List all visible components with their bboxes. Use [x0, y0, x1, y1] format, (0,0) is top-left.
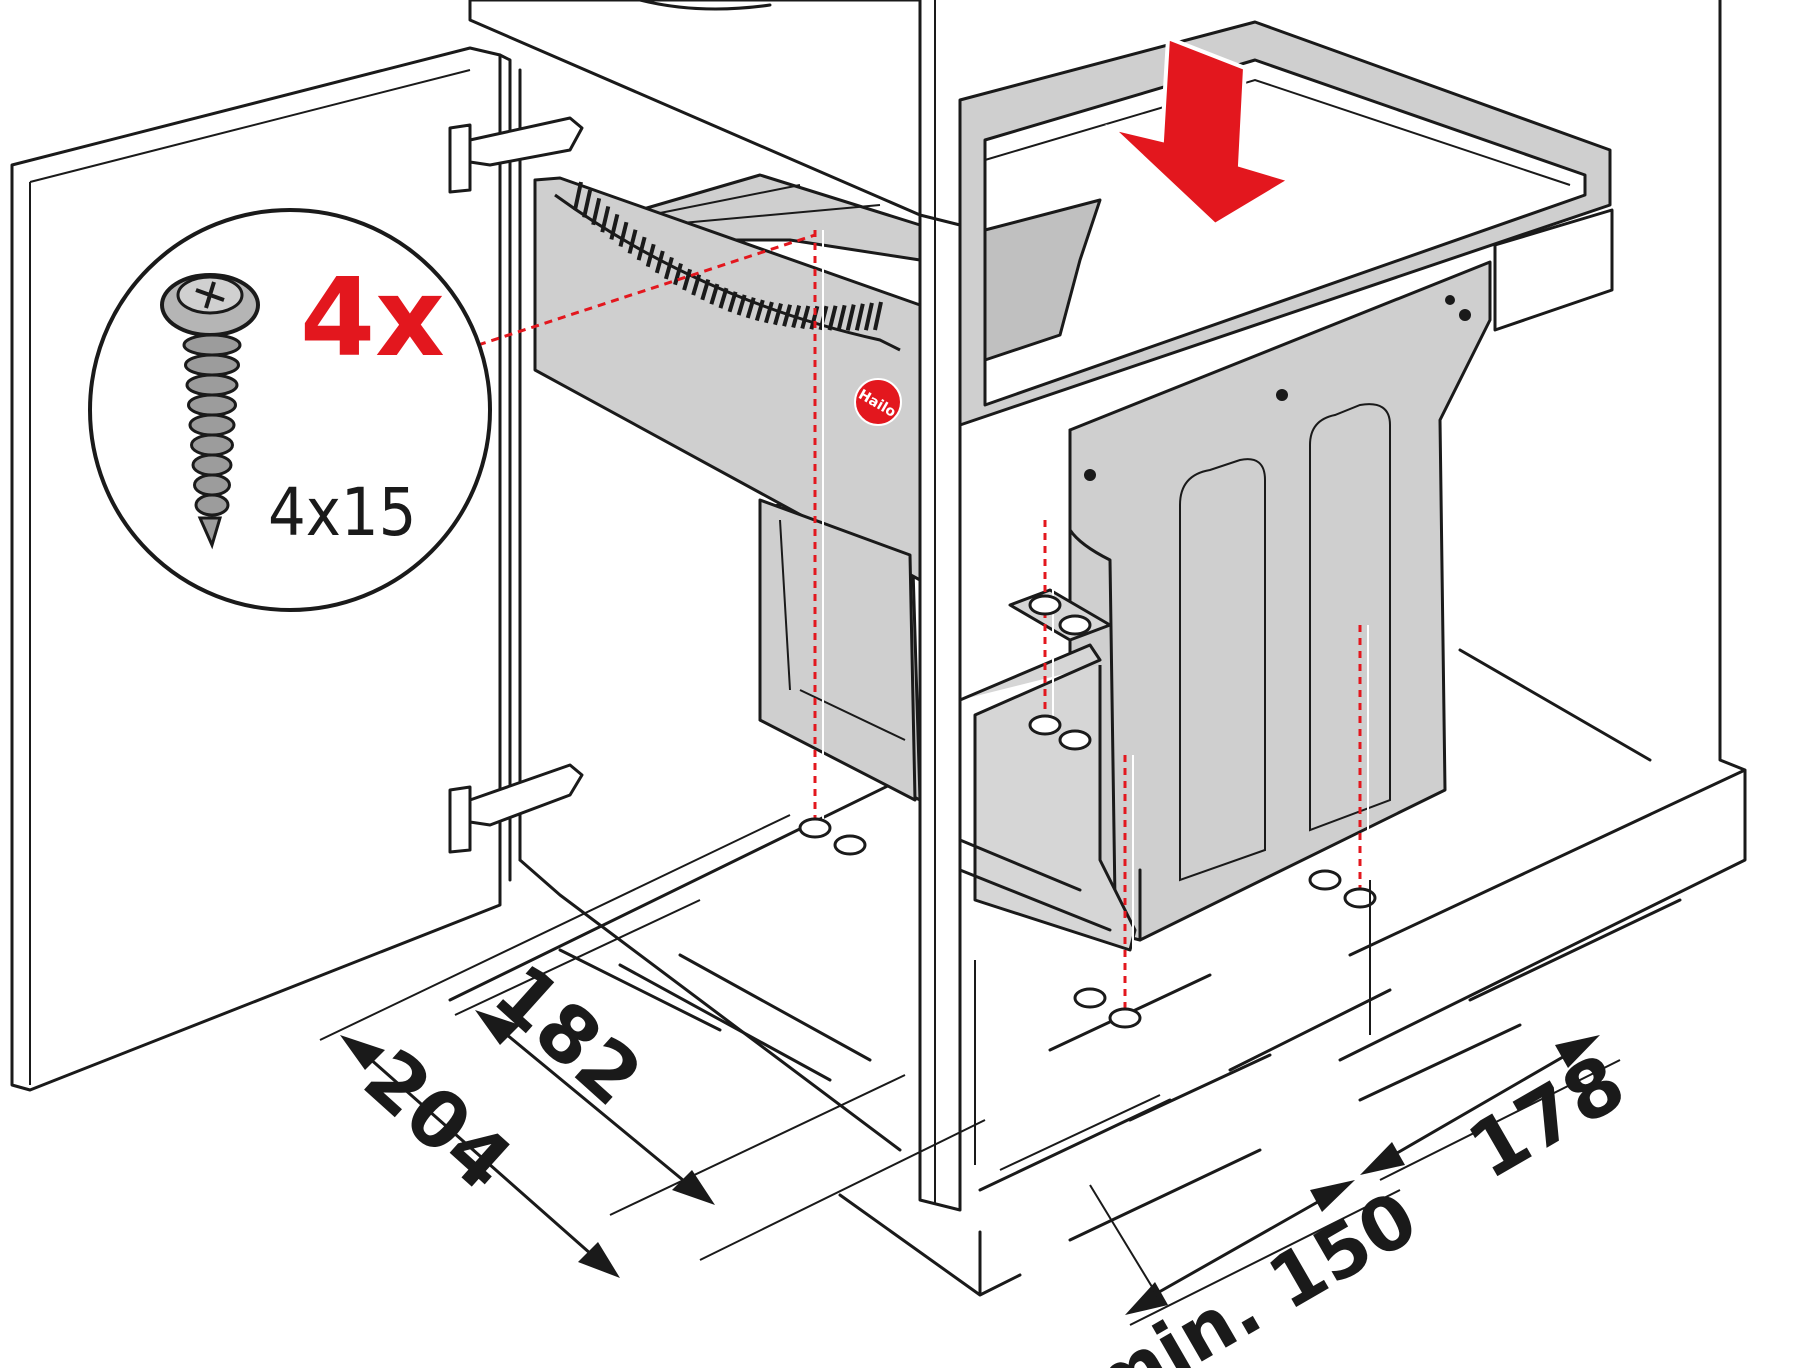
screw-hole [1308, 869, 1342, 891]
bin-rivet [1276, 389, 1288, 401]
drawer-front: Hailo [533, 173, 922, 802]
bin-top-rim-inner [984, 78, 1571, 186]
bin-lower-frame [959, 643, 1137, 952]
screw-thread [187, 393, 237, 417]
screw-hole [1028, 714, 1062, 736]
grip-rib [782, 304, 793, 327]
grip-rib [573, 181, 583, 211]
grip-rib [682, 268, 693, 291]
insert-direction-arrow-icon [1105, 35, 1295, 228]
grip-rib [709, 283, 720, 305]
screw-hole [1028, 594, 1062, 616]
brand-badge: Hailo [854, 378, 902, 426]
drawer-lower-body-detail [779, 519, 906, 741]
grip-rib [845, 304, 856, 331]
screw-thread [184, 353, 240, 377]
cabinet-right-wall [1338, 0, 1747, 1062]
grip-rib [836, 304, 847, 331]
brand-badge-icon [854, 378, 902, 426]
cabinet-base [518, 858, 1022, 1297]
screw-hole [1343, 887, 1377, 909]
screw-callout: 4x 4x15 [88, 208, 816, 612]
grip-rib [827, 305, 838, 331]
callout-leader-line [477, 233, 816, 347]
dim-label-min150: min. 150 [1074, 1175, 1432, 1368]
grip-rib [791, 305, 802, 329]
drawer-rear-rail-detail [649, 184, 881, 226]
grip-rib [727, 291, 738, 313]
grip-rib [691, 274, 702, 296]
screw-hole [833, 834, 867, 856]
screw-icon [160, 273, 260, 550]
grip-rib [863, 302, 874, 331]
hinge-top [448, 116, 584, 194]
dim-arrow-204 [358, 1048, 602, 1264]
cabinet-door-inner-edge [29, 69, 471, 1085]
grip-rib [636, 236, 647, 261]
bin-rivet [1445, 295, 1455, 305]
screw-thread [190, 433, 234, 457]
upper-drawer-handle [638, 0, 772, 11]
dim-label-178: 178 [1454, 1038, 1640, 1197]
screw-quantity: 4x [300, 256, 445, 381]
grip-rib [800, 305, 811, 330]
grip-rib [645, 243, 656, 268]
screw-cross-slot [195, 281, 225, 309]
drawer-grip [554, 181, 901, 352]
grip-rib [773, 303, 783, 326]
grip-rib [754, 299, 765, 322]
cabinet-left-wall [498, 53, 522, 882]
grip-rib [763, 301, 774, 324]
dim-arrow-min150 [1143, 1193, 1332, 1302]
screw-thread [188, 413, 236, 437]
bin-right-rail [1493, 208, 1614, 332]
screw-hole [1058, 729, 1092, 751]
screw-size: 4x15 [268, 474, 416, 551]
grip-rib [736, 294, 747, 316]
bin-inner-wall [983, 198, 1102, 362]
screw-hole [1058, 614, 1092, 636]
grip-rib [600, 205, 611, 233]
hinge-bottom [448, 763, 584, 854]
bin-front-step [1068, 428, 1142, 942]
grip-rib [700, 278, 711, 301]
bin-rivet [1459, 309, 1471, 321]
screw-thread [194, 493, 230, 517]
bin-lower-frame-front [958, 838, 1112, 932]
bin-rivet [1084, 469, 1096, 481]
grip-rib [582, 189, 593, 218]
screw-hole [1073, 987, 1107, 1009]
grip-rib [618, 221, 629, 247]
screw-thread [185, 373, 239, 397]
screw-thread [191, 453, 233, 477]
screw-thread [182, 333, 242, 357]
screw-thread [193, 473, 231, 497]
grip-rib [627, 229, 638, 254]
cabinet-middle-post [918, 213, 962, 1212]
bin-front-recess-2 [1309, 403, 1391, 832]
grip-rib [854, 303, 865, 331]
grip-rib [673, 263, 683, 286]
grip-rib [718, 287, 729, 309]
screw-tip [197, 516, 223, 550]
dim-arrow-182 [493, 1023, 697, 1192]
bin-front-recess-1 [1179, 458, 1266, 882]
grip-rib [591, 197, 602, 226]
screw-hole [798, 817, 832, 839]
grip-rib [654, 250, 665, 274]
grip-rib [609, 213, 620, 240]
drill-guides [798, 230, 1377, 1029]
grip-rib [745, 297, 756, 319]
drawer-lower-body [758, 498, 917, 802]
grip-rib [663, 256, 674, 280]
screw-hole [1108, 1007, 1142, 1029]
dimension-lines [319, 814, 1621, 1326]
dim-arrow-178 [1383, 1048, 1577, 1162]
grip-rib [873, 301, 883, 331]
